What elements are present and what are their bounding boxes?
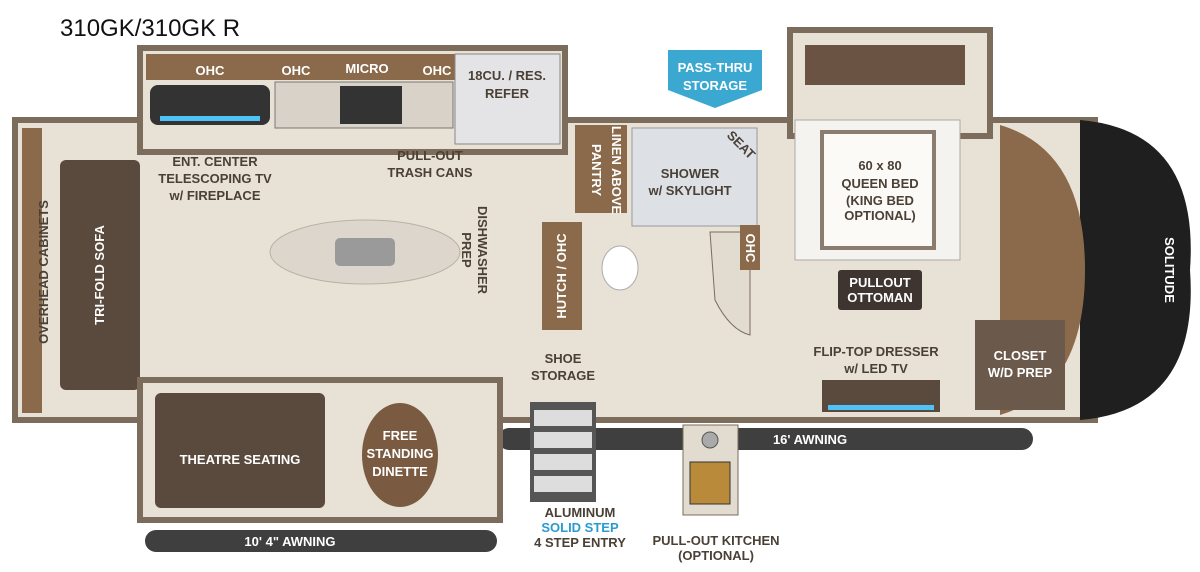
pantry-label: PANTRY (589, 144, 604, 196)
dinette-label: FREE (383, 428, 418, 443)
ohc-label: OHC (196, 63, 226, 78)
led-tv-icon (828, 405, 934, 410)
linen-label: LINEN ABOVE (609, 126, 624, 215)
front-awning-label: 16' AWNING (773, 432, 847, 447)
pullout-ottoman (838, 270, 922, 310)
entry-label: SOLID STEP (541, 520, 619, 535)
ent-center-label: ENT. CENTER (172, 154, 258, 169)
trash-label: TRASH CANS (387, 165, 473, 180)
pullout-kitchen-label: (OPTIONAL) (678, 548, 754, 563)
closet-label: W/D PREP (988, 365, 1053, 380)
stove-icon (340, 86, 402, 124)
shoe-label: STORAGE (531, 368, 595, 383)
grill-icon (689, 461, 731, 505)
sink-icon (335, 238, 395, 266)
ent-center-label: w/ FIREPLACE (168, 188, 260, 203)
dishwasher-label: PREP (459, 232, 474, 268)
entertainment-center (150, 85, 270, 125)
dinette-label: STANDING (367, 446, 434, 461)
pass-thru-arrow-icon (668, 50, 762, 108)
refrigerator (454, 53, 561, 145)
ohc-cabinet (270, 54, 455, 80)
entry-steps (530, 402, 596, 502)
tri-fold-sofa (60, 160, 140, 390)
dresser-label: w/ LED TV (843, 361, 908, 376)
entry-label: 4 STEP ENTRY (534, 535, 626, 550)
overhead-cabinets (22, 128, 42, 413)
hutch (542, 222, 582, 330)
theatre-seating (155, 393, 325, 508)
pass-thru-label: PASS-THRU (678, 60, 753, 75)
front-awning (498, 428, 1033, 450)
closet-label: CLOSET (994, 348, 1047, 363)
pullout-kitchen-label: PULL-OUT KITCHEN (652, 533, 779, 548)
rear-awning-label: 10' 4" AWNING (244, 534, 335, 549)
toilet-icon (601, 245, 639, 291)
pass-thru-label: STORAGE (683, 78, 747, 93)
entry-label: ALUMINUM (545, 505, 616, 520)
bed-label: QUEEN BED (841, 176, 918, 191)
sofa-label: TRI-FOLD SOFA (92, 225, 107, 325)
shower-label: w/ SKYLIGHT (647, 183, 731, 198)
shower (631, 127, 758, 227)
bed-label: OPTIONAL) (844, 208, 916, 223)
shower-label: SHOWER (661, 166, 720, 181)
front-cap (1080, 120, 1191, 420)
hutch-label: HUTCH / OHC (554, 233, 569, 319)
ohc-label: OHC (743, 234, 758, 264)
overhead-cabinets-label: OVERHEAD CABINETS (36, 200, 51, 344)
dishwasher-label: DISHWASHER (475, 206, 490, 295)
trash-label: PULL-OUT (397, 148, 463, 163)
rear-awning (145, 530, 497, 552)
ohc-cabinet (146, 54, 270, 80)
bed-label: (KING BED (846, 193, 914, 208)
bed-frame (820, 130, 936, 250)
ohc-label: OHC (423, 63, 453, 78)
refer-label: REFER (485, 86, 530, 101)
floorplan-title: 310GK/310GK R (60, 15, 240, 42)
sink-icon (701, 431, 719, 449)
dinette-table (362, 403, 438, 507)
dinette-label: DINETTE (372, 464, 428, 479)
micro-label: MICRO (345, 61, 388, 76)
theatre-label: THEATRE SEATING (180, 452, 301, 467)
shoe-label: SHOE (545, 351, 582, 366)
tv-icon (160, 116, 260, 121)
closet (975, 320, 1065, 410)
headboard (805, 45, 965, 85)
bed-label: 60 x 80 (858, 158, 901, 173)
pantry-linen (575, 125, 627, 213)
ohc-label: OHC (282, 63, 312, 78)
refer-label: 18CU. / RES. (468, 68, 546, 83)
ohc-cabinet (740, 225, 760, 270)
ottoman-label: OTTOMAN (847, 290, 912, 305)
solitude-logo: SOLITUDE (1162, 237, 1177, 303)
ent-center-label: TELESCOPING TV (158, 171, 272, 186)
ottoman-label: PULLOUT (849, 275, 910, 290)
dresser-label: FLIP-TOP DRESSER (813, 344, 939, 359)
